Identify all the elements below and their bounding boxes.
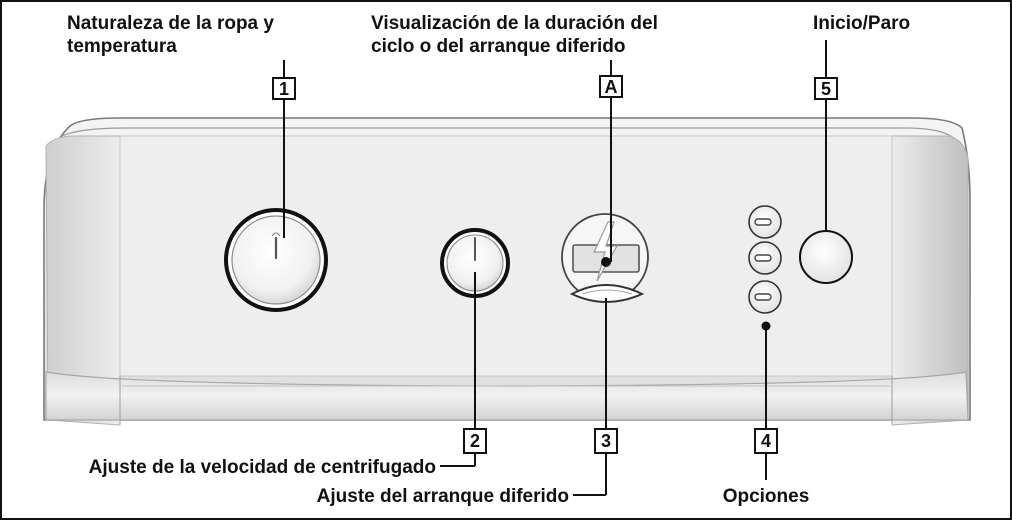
marker-4: 4 bbox=[754, 428, 778, 454]
display-pointer-dot bbox=[601, 257, 611, 267]
label-options: Opciones bbox=[723, 486, 810, 507]
leader-lines bbox=[283, 40, 827, 496]
spin-knob[interactable] bbox=[440, 228, 510, 298]
svg-text:4: 4 bbox=[761, 431, 771, 451]
panel-top-bevel bbox=[61, 127, 957, 141]
panel-right-side bbox=[891, 135, 969, 426]
label-delay-start: Ajuste del arranque diferido bbox=[317, 486, 569, 507]
label-start-stop: Inicio/Paro bbox=[813, 13, 910, 34]
svg-text:5: 5 bbox=[821, 79, 831, 99]
marker-3: 3 bbox=[594, 428, 618, 454]
label-fabric-temperature-line2: temperatura bbox=[67, 36, 177, 57]
marker-2: 2 bbox=[463, 428, 487, 454]
svg-text:1: 1 bbox=[279, 79, 289, 99]
option-button-2[interactable] bbox=[748, 241, 782, 275]
label-spin-speed: Ajuste de la velocidad de centrifugado bbox=[89, 457, 436, 478]
marker-1: 1 bbox=[272, 77, 296, 100]
marker-5: 5 bbox=[814, 77, 838, 100]
label-display-line1: Visualización de la duración del bbox=[371, 13, 658, 34]
option-button-3[interactable] bbox=[748, 280, 782, 314]
svg-text:2: 2 bbox=[470, 431, 480, 451]
display-unit bbox=[561, 213, 649, 301]
label-fabric-temperature-line1: Naturaleza de la ropa y bbox=[67, 13, 274, 34]
svg-text:3: 3 bbox=[601, 431, 611, 451]
marker-A: A bbox=[599, 75, 623, 98]
program-knob[interactable] bbox=[224, 208, 328, 312]
delay-button[interactable] bbox=[569, 284, 645, 303]
label-display-line2: ciclo o del arranque diferido bbox=[371, 36, 625, 57]
option-button-1[interactable] bbox=[748, 205, 782, 239]
start-stop-button[interactable] bbox=[799, 230, 853, 284]
svg-text:A: A bbox=[605, 77, 618, 97]
